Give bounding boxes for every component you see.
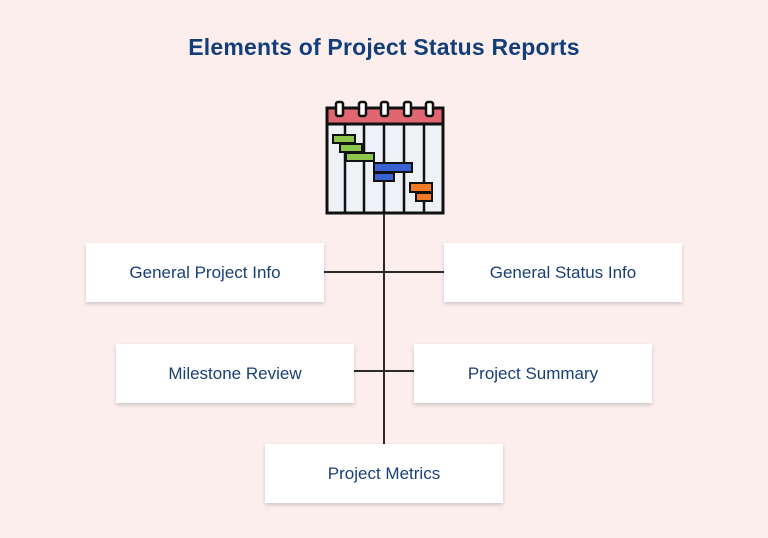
node-general-project-info: General Project Info — [86, 243, 324, 302]
node-project-summary: Project Summary — [414, 344, 652, 403]
node-milestone-review: Milestone Review — [116, 344, 354, 403]
connector-row-1 — [323, 271, 444, 273]
diagram-title: Elements of Project Status Reports — [188, 34, 580, 60]
main-connector-vertical — [383, 214, 385, 444]
gantt-calendar-icon — [325, 100, 445, 215]
node-general-status-info: General Status Info — [444, 243, 682, 302]
node-project-metrics: Project Metrics — [265, 444, 503, 503]
connector-row-2 — [354, 370, 414, 372]
